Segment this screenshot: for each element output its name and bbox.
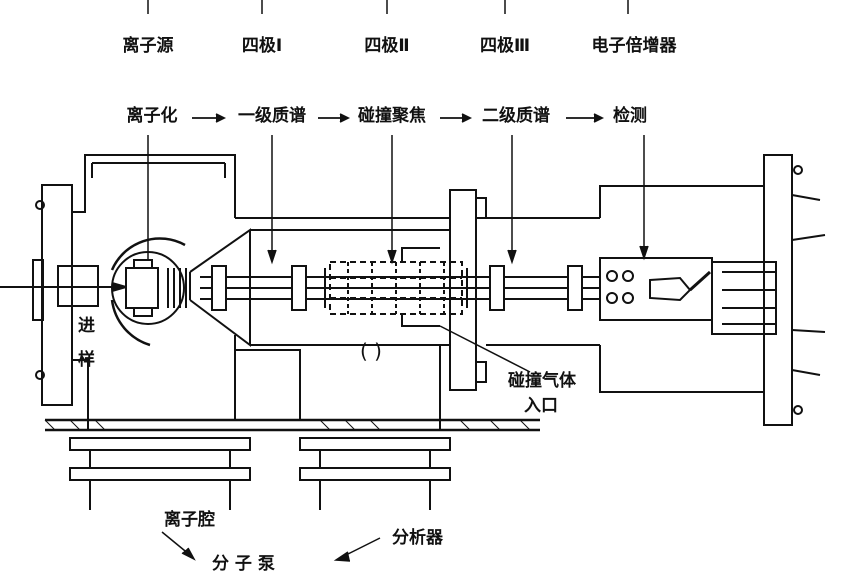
label-ion-chamber: 离子腔 — [164, 510, 215, 530]
step-detection: 检测 — [613, 106, 647, 126]
electron-multiplier — [599, 257, 713, 321]
label-sample-inlet-2: 样 — [78, 350, 95, 370]
gas-pointer — [439, 325, 531, 373]
label-quad-1: 四极Ⅰ — [241, 36, 283, 56]
pointer-lines — [143, 135, 649, 285]
step-ms1: 一级质谱 — [238, 106, 306, 126]
left-flange — [0, 184, 130, 406]
label-sample-inlet-1: 进 — [78, 316, 95, 336]
label-quad-3: 四极Ⅲ — [479, 36, 531, 56]
right-flange — [599, 154, 826, 426]
label-ion-source: 离子源 — [122, 36, 174, 56]
analyzer-tube — [235, 189, 600, 391]
pump-section — [44, 345, 540, 510]
pump-arrows — [161, 531, 381, 562]
quadrupole-rods — [200, 276, 600, 300]
label-analyzer: 分析器 — [392, 528, 443, 548]
label-collision-gas-inlet: 入口 — [524, 396, 558, 416]
step-ms2: 二级质谱 — [482, 106, 550, 126]
collision-cell — [324, 247, 468, 327]
quad-3 — [489, 265, 583, 311]
ion-chamber-housing — [72, 154, 236, 430]
quad-1 — [211, 265, 307, 311]
label-collision-gas: 碰撞气体 — [508, 371, 576, 391]
label-molecular-pump: 分 子 泵 — [212, 554, 275, 574]
top-ticks — [147, 0, 629, 14]
label-quad-2: 四极Ⅱ — [364, 36, 410, 56]
process-arrows — [192, 113, 605, 123]
step-ionization: 离子化 — [126, 106, 178, 126]
ion-source — [110, 237, 187, 347]
small-mark: ( ) — [360, 339, 382, 363]
label-electron-multiplier: 电子倍增器 — [591, 36, 677, 56]
step-collision-focus: 碰撞聚焦 — [358, 106, 426, 126]
